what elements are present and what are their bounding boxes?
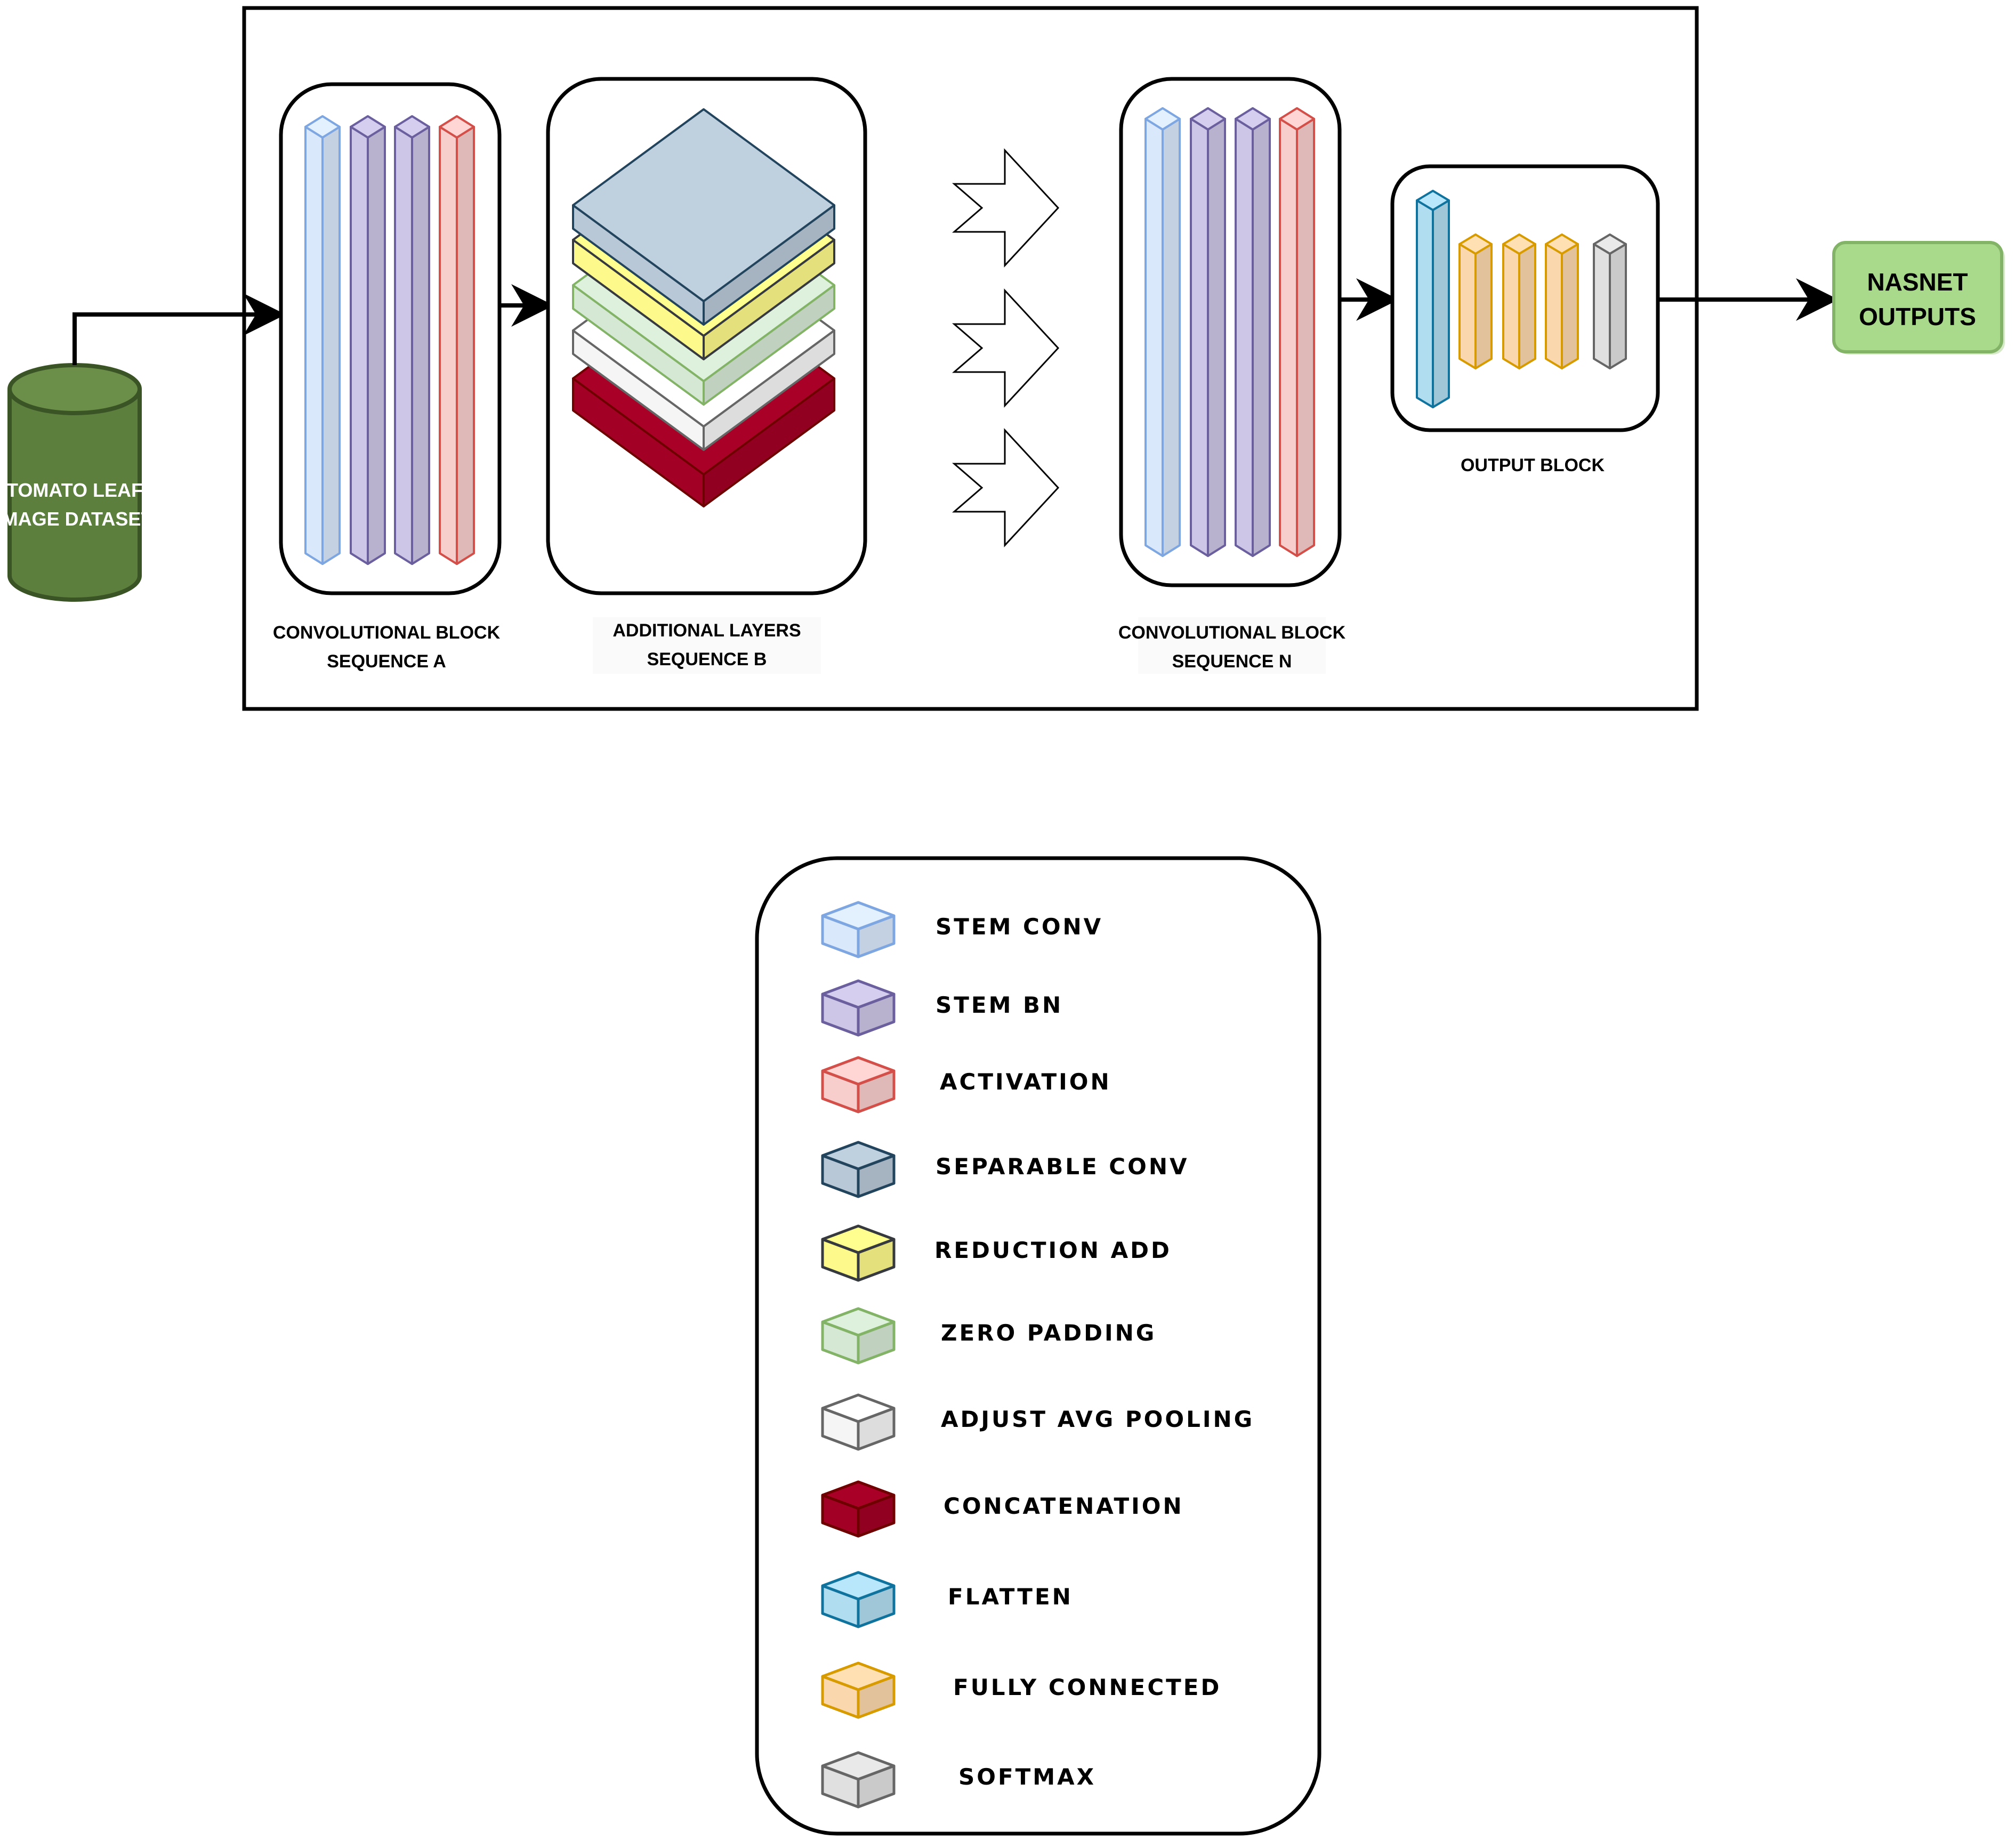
continuation-arrow-1 [952,148,1060,268]
block-a-layers [304,115,475,565]
legend-cube-icon [821,901,896,958]
legend-item: STEM BN [821,979,1063,1037]
block-a-label-line1: CONVOLUTIONAL BLOCK [273,623,501,643]
block-b-label-bg [593,617,821,674]
block-a-prism-4 [439,115,475,565]
output-prism-2 [1502,233,1536,369]
legend-box [755,856,1321,1836]
legend-cube-icon [821,1056,896,1113]
block-n-label-line2: SEQUENCE N [1172,651,1292,672]
legend-item: FULLY CONNECTED [821,1661,1221,1719]
legend-item: ADJUST AVG POOLING [821,1393,1254,1451]
nasnet-outputs-box [1832,241,2003,353]
legend-cube-icon [821,1661,896,1719]
legend-item-label: STEM CONV [936,914,1103,940]
legend-item-label: ZERO PADDING [941,1320,1156,1346]
output-flatten-prism [1416,190,1450,408]
legend-item-label: SOFTMAX [958,1764,1096,1790]
dataset-cylinder: TOMATO LEAF IMAGE DATASET [0,363,152,602]
output-prism-1 [1458,233,1493,369]
legend-item: STEM CONV [821,901,1103,958]
legend-cube-icon [821,1141,896,1198]
block-n-label-bg [1138,617,1326,674]
block-a-prism-2 [350,115,386,565]
output-block-layers [1416,190,1627,408]
legend-item-label: ADJUST AVG POOLING [941,1406,1254,1432]
dataset-to-block-a-arrow [72,293,286,365]
dataset-label-line2: IMAGE DATASET [0,508,152,530]
output-block-label: OUTPUT BLOCK [1461,455,1605,475]
block-a-prism-1 [304,115,341,565]
legend-item-label: STEM BN [936,992,1063,1018]
legend-item-label: SEPARABLE CONV [936,1153,1189,1180]
block-b-layers [572,108,835,507]
legend-cube-icon [821,1307,896,1365]
legend-cube-icon [821,1224,896,1282]
legend-item-label: REDUCTION ADD [934,1237,1172,1263]
block-n-prism-3 [1235,107,1271,557]
legend-item-label: ACTIVATION [940,1069,1111,1095]
legend-items: STEM CONV STEM BN ACTIVATION SEPARABLE CONV… [821,901,1254,1809]
dataset-label-line1: TOMATO LEAF [6,479,143,501]
legend-item: SEPARABLE CONV [821,1141,1189,1198]
block-b-label-line1: ADDITIONAL LAYERS [612,620,801,641]
legend-cube-icon [821,1393,896,1451]
output-prism-3 [1545,233,1579,369]
legend-item: ZERO PADDING [821,1307,1156,1365]
block-n-prism-2 [1190,107,1226,557]
block-b-label-line2: SEQUENCE B [647,649,767,669]
block-n-prism-1 [1144,107,1181,557]
legend-item-label: FLATTEN [948,1584,1073,1610]
block-n-prism-4 [1279,107,1315,557]
legend-item: ACTIVATION [821,1056,1111,1113]
legend-cube-icon [821,1751,896,1809]
nasnet-outputs-line2: OUTPUTS [1859,303,1976,330]
block-a-label-line2: SEQUENCE A [327,651,446,672]
block-b-slab-5 [572,108,835,326]
legend-item: FLATTEN [821,1571,1073,1628]
legend-item-label: FULLY CONNECTED [953,1674,1221,1700]
continuation-arrow-2 [952,288,1060,408]
legend-cube-icon [821,979,896,1037]
legend-cube-icon [821,1571,896,1628]
legend-item: CONCATENATION [821,1480,1184,1538]
continuation-arrows [952,148,1060,547]
block-a-prism-3 [394,115,430,565]
legend-item: REDUCTION ADD [821,1224,1172,1282]
block-n-layers [1144,107,1315,557]
block-n-label-line1: CONVOLUTIONAL BLOCK [1118,623,1346,643]
legend-cube-icon [821,1480,896,1538]
output-prism-4 [1593,233,1627,369]
nasnet-outputs-line1: NASNET [1867,268,1968,296]
legend-item-label: CONCATENATION [944,1493,1184,1519]
legend-item: SOFTMAX [821,1751,1096,1809]
continuation-arrow-3 [952,428,1060,547]
